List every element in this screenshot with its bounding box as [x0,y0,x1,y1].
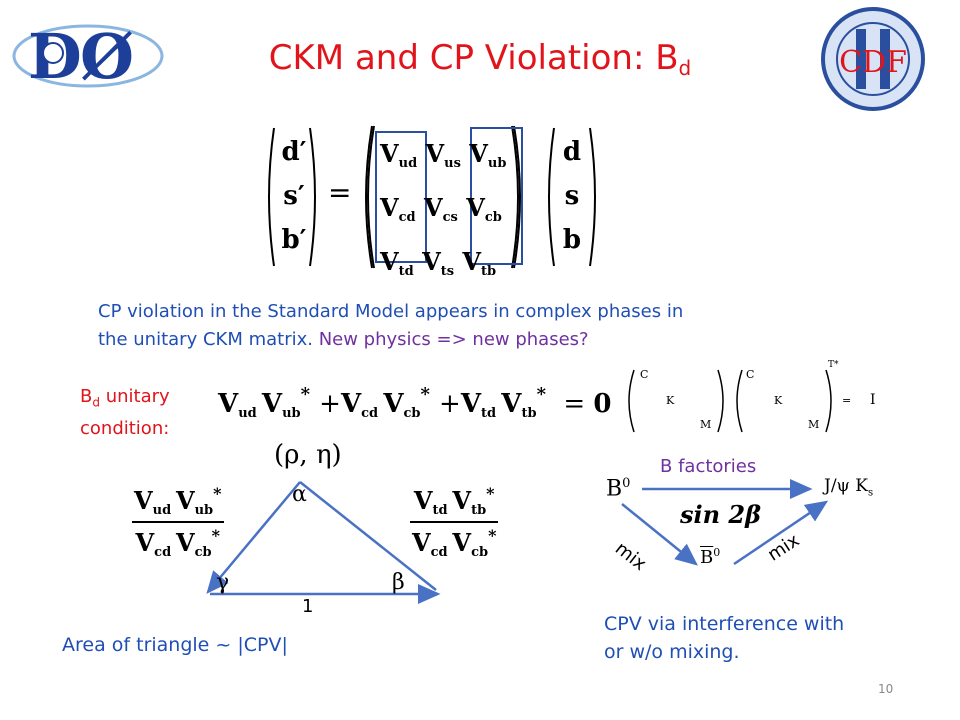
svg-text:CDF: CDF [839,45,907,80]
matrix-equals: = [328,176,352,209]
unitary-label: Bd unitary condition: [80,386,170,439]
description-line-1: CP violation in the Standard Model appea… [98,301,684,322]
title-subscript: d [678,56,692,80]
description: CP violation in the Standard Model appea… [98,298,818,354]
alpha-label: α [292,482,307,507]
description-line-2: the unitary CKM matrix. New physics => n… [98,329,589,350]
cpv-text: CPV via interference with or w/o mixing. [604,613,845,663]
triangle-left-side [206,481,301,594]
right-side-ratio: Vtd Vtb* Vcd Vcb* [410,484,499,560]
gamma-label: γ [216,570,230,595]
b-factories-arrows [600,476,840,586]
rhs-d: d [562,137,582,167]
triangle-right-side [299,481,437,591]
unitary-equation: Vud Vub* +Vcd Vcb* +Vtd Vtb* = 0 [218,384,612,421]
b0-label: B0 [606,476,631,502]
cdf-logo: CDF [818,4,928,114]
matrix-row-2: Vcd Vcs Vcb [380,193,502,225]
lhs-d: d′ [281,137,307,167]
matrix-row-3: Vtd Vts Vtb [380,247,497,279]
equation-zero: 0 [593,389,612,419]
unitarity-triangle [200,470,450,610]
lhs-s: s′ [283,181,305,211]
lhs-b: b′ [281,225,307,255]
slide-title: CKM and CP Violation: Bd [0,38,960,80]
b-factories-label: B factories [660,456,757,477]
b0bar-label: B0 [700,546,721,568]
area-text: Area of triangle ~ |CPV| [62,634,288,656]
beta-label: β [392,570,405,595]
rhs-s: s [564,181,580,211]
rhs-b: b [562,225,582,255]
triangle-apex-label: (ρ, η) [274,440,342,470]
triangle-base-label: 1 [302,596,314,617]
d0-logo: D Ø [8,8,168,98]
ckm-matrix-equation: d′ s′ b′ = Vud Vus Vub Vcd Vcs Vcb Vtd V… [262,122,602,279]
mixing-arrow-down [621,503,698,566]
left-side-ratio: Vud Vub* Vcd Vcb* [132,484,224,560]
page-number: 10 [878,682,894,696]
mixing-arrow-up [733,500,829,566]
sin2beta-label: sin 2β [680,500,762,529]
matrix-row-1: Vud Vus Vub [380,139,507,171]
title-text: CKM and CP Violation: B [268,38,679,78]
jpsi-ks-label: J/ψ Ks [824,476,874,499]
svg-text:Ø: Ø [80,20,134,93]
ckm-unitarity-relation: C K M C K M T* = I [620,360,900,436]
